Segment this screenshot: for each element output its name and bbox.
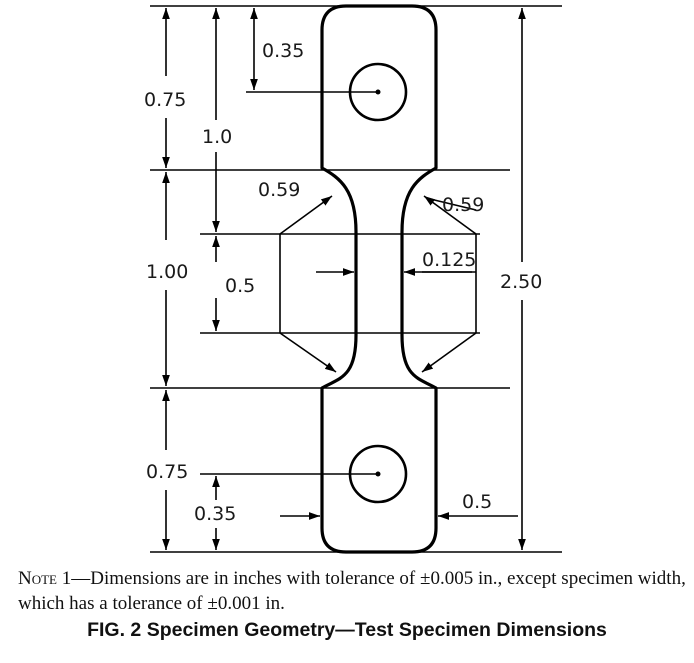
dimension-lines [162,8,526,550]
label-gauge-width: 0.125 [422,249,476,271]
label-tab-width: 0.5 [462,491,492,513]
figure-note: Note 1—Dimensions are in inches with tol… [18,566,688,616]
label-gauge-length: 0.5 [225,275,255,297]
note-lead: Note 1 [18,568,72,589]
extension-lines [150,5,562,553]
label-bottom-hole-offset: 0.35 [194,503,236,525]
label-hole-to-gauge: 1.0 [202,126,232,148]
label-top-tab-length: 0.75 [144,89,186,111]
label-overall-length: 2.50 [500,271,542,293]
specimen-drawing: 0.75 0.35 1.0 0.59 0.59 1.00 0.5 0.125 2… [144,4,562,554]
specimen-outline [320,4,438,554]
label-top-hole-offset: 0.35 [262,40,304,62]
figure-caption: FIG. 2 Specimen Geometry—Test Specimen D… [87,619,607,641]
note-text: —Dimensions are in inches with tolerance… [18,568,686,614]
label-bottom-tab-length: 0.75 [146,461,188,483]
label-center-section-length: 1.00 [146,261,188,283]
label-fillet-radius-left: 0.59 [258,179,300,201]
label-fillet-radius-right: 0.59 [442,194,484,216]
